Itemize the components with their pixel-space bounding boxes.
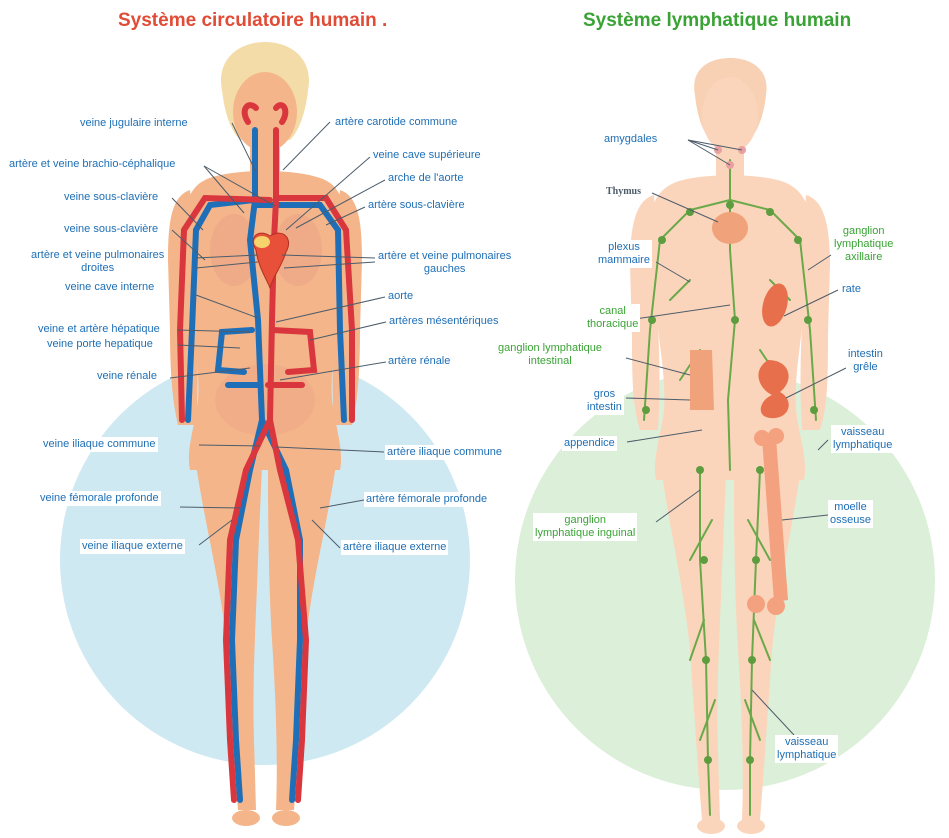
label-artere-sous-claviere: artère sous-clavière: [366, 198, 467, 213]
circulatory-system-title: Système circulatoire humain .: [118, 10, 387, 32]
label-line: ganglion: [564, 514, 606, 526]
label-canal-thoracique: canal thoracique: [585, 304, 640, 332]
label-line: lymphatique: [833, 439, 892, 451]
thymus-organ: [712, 212, 748, 244]
label-plexus-mammaire: plexus mammaire: [596, 240, 652, 268]
label-line: ganglion lymphatique: [498, 342, 602, 354]
label-line: artère et veine pulmonaires: [378, 250, 511, 262]
label-line: lymphatique: [834, 238, 893, 250]
large-intestine-organ: [690, 350, 714, 410]
label-veine-cave-interne: veine cave interne: [63, 280, 156, 295]
label-line: moelle: [834, 501, 866, 513]
label-ganglion-lymphatique-inguinal: ganglion lymphatique inguinal: [533, 513, 637, 541]
label-line: canal: [600, 305, 626, 317]
label-artere-carotide-commune: artère carotide commune: [333, 115, 459, 130]
label-veine-iliaque-commune: veine iliaque commune: [41, 437, 158, 452]
label-veine-jugulaire-interne: veine jugulaire interne: [78, 116, 190, 131]
label-line: artère et veine pulmonaires: [31, 249, 164, 261]
label-line: gauches: [424, 263, 466, 275]
label-ganglion-lymphatique-intestinal: ganglion lymphatique intestinal: [496, 341, 604, 369]
label-artere-veine-brachio-cephalique: artère et veine brachio-céphalique: [7, 157, 177, 172]
label-arteres-pulmonaires-droites: artère et veine pulmonaires droites: [29, 248, 166, 276]
label-veine-sous-claviere-2: veine sous-clavière: [62, 222, 160, 237]
label-ganglion-lymphatique-axillaire: ganglion lymphatique axillaire: [832, 224, 895, 265]
label-veine-femorale-profonde: veine fémorale profonde: [38, 491, 161, 506]
label-arche-aorte: arche de l'aorte: [386, 171, 465, 186]
label-line: intestin: [848, 348, 883, 360]
label-line: plexus: [608, 241, 640, 253]
label-line: thoracique: [587, 318, 638, 330]
label-vaisseau-lymphatique-1: vaisseau lymphatique: [831, 425, 894, 453]
label-line: lymphatique inguinal: [535, 527, 635, 539]
label-line: droites: [81, 262, 114, 274]
label-artere-renale: artère rénale: [386, 354, 452, 369]
label-veine-cave-superieure: veine cave supérieure: [371, 148, 483, 163]
label-line: grêle: [853, 361, 877, 373]
label-line: intestin: [587, 401, 622, 413]
lymphatic-system-title: Système lymphatique humain: [583, 10, 851, 32]
label-line: vaisseau: [785, 736, 828, 748]
label-line: osseuse: [830, 514, 871, 526]
label-artere-iliaque-commune: artère iliaque commune: [385, 445, 504, 460]
label-gros-intestin: gros intestin: [585, 387, 624, 415]
label-line: vaisseau: [841, 426, 884, 438]
label-vaisseau-lymphatique-2: vaisseau lymphatique: [775, 735, 838, 763]
label-arteres-mesenteriques: artères mésentériques: [387, 314, 500, 329]
label-line: mammaire: [598, 254, 650, 266]
label-appendice: appendice: [562, 436, 617, 451]
label-line: intestinal: [528, 355, 571, 367]
label-veine-iliaque-externe: veine iliaque externe: [80, 539, 185, 554]
label-veine-artere-hepatique: veine et artère hépatique: [36, 322, 162, 337]
label-moelle-osseuse: moelle osseuse: [828, 500, 873, 528]
label-amygdales: amygdales: [602, 132, 659, 147]
label-artere-femorale-profonde: artère fémorale profonde: [364, 492, 489, 507]
label-line: axillaire: [845, 251, 882, 263]
label-line: gros: [594, 388, 615, 400]
label-arteres-pulmonaires-gauches: artère et veine pulmonaires gauches: [376, 249, 513, 277]
label-aorte: aorte: [386, 289, 415, 304]
label-intestin-grele: intestin grêle: [846, 347, 885, 375]
label-artere-iliaque-externe: artère iliaque externe: [341, 540, 448, 555]
label-veine-sous-claviere-1: veine sous-clavière: [62, 190, 160, 205]
label-line: lymphatique: [777, 749, 836, 761]
label-thymus: Thymus: [604, 184, 643, 199]
label-veine-porte-hepatique: veine porte hepatique: [45, 337, 155, 352]
label-rate: rate: [840, 282, 863, 297]
label-veine-renale: veine rénale: [95, 369, 159, 384]
label-line: ganglion: [843, 225, 885, 237]
